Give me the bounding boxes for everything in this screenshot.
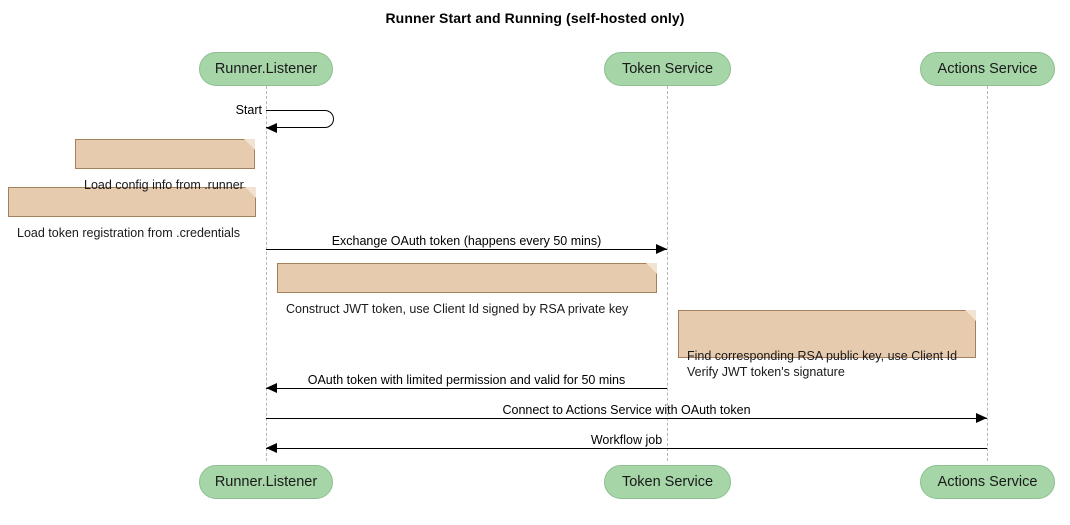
note-text: Construct JWT token, use Client Id signe…: [286, 302, 629, 316]
note-fold-icon: [245, 187, 256, 198]
lifeline-runner: [266, 86, 267, 461]
message-line-workflow-job: [266, 448, 987, 449]
participant-runner-bottom[interactable]: Runner.Listener: [199, 465, 333, 499]
message-line-connect-actions-service: [266, 418, 987, 419]
message-arrowhead-connect-actions-service: [976, 413, 987, 423]
note-fold-icon: [244, 139, 255, 150]
note-fold-icon: [646, 263, 657, 274]
message-arrowhead-start: [266, 123, 277, 133]
message-arrowhead-oauth-token-response: [266, 383, 277, 393]
lifeline-actions: [987, 86, 988, 461]
page-title: Runner Start and Running (self-hosted on…: [385, 10, 685, 26]
message-line-exchange-oauth-token: [266, 249, 667, 250]
message-line-oauth-token-response: [266, 388, 667, 389]
participant-token-bottom[interactable]: Token Service: [604, 465, 731, 499]
note-fold-icon: [965, 310, 976, 321]
note-text: Find corresponding RSA public key, use C…: [687, 349, 958, 379]
message-arrowhead-exchange-oauth-token: [656, 244, 667, 254]
note-text: Load config info from .runner: [84, 178, 244, 192]
participant-actions-top[interactable]: Actions Service: [920, 52, 1055, 86]
note-text: Load token registration from .credential…: [17, 226, 241, 240]
lifeline-token: [667, 86, 668, 461]
message-label-oauth-token-response: OAuth token with limited permission and …: [307, 373, 626, 387]
message-label-connect-actions-service: Connect to Actions Service with OAuth to…: [502, 403, 751, 417]
note-load-config: Load config info from .runner: [75, 139, 255, 192]
participant-actions-bottom[interactable]: Actions Service: [920, 465, 1055, 499]
participant-runner-top[interactable]: Runner.Listener: [199, 52, 333, 86]
message-selfloop-start: [266, 110, 334, 128]
note-construct-jwt-token: Construct JWT token, use Client Id signe…: [277, 263, 657, 316]
message-label-exchange-oauth-token: Exchange OAuth token (happens every 50 m…: [331, 234, 602, 248]
note-verify-jwt-signature: Find corresponding RSA public key, use C…: [678, 310, 976, 379]
message-arrowhead-workflow-job: [266, 443, 277, 453]
message-label-workflow-job: Workflow job: [590, 433, 663, 447]
message-label-start: Start: [235, 103, 262, 117]
participant-token-top[interactable]: Token Service: [604, 52, 731, 86]
note-load-token-registration: Load token registration from .credential…: [8, 187, 256, 240]
